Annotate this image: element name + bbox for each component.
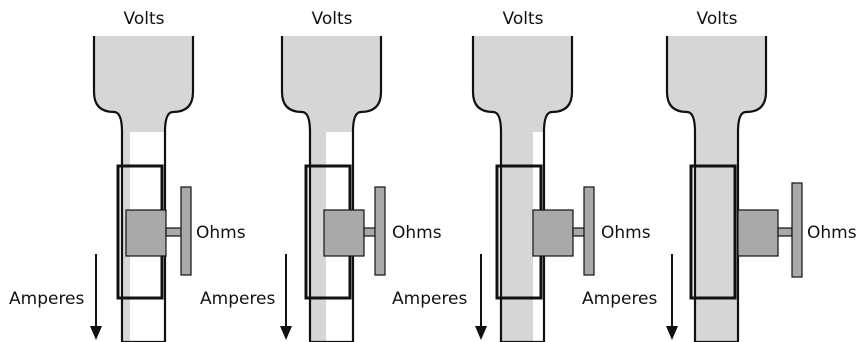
- ohms-label-4: Ohms: [807, 223, 857, 243]
- volts-label-2: Volts: [312, 9, 353, 29]
- panel-3: Volts Ohms Amperes: [392, 9, 651, 342]
- current-arrow-head-1: [90, 326, 102, 340]
- current-arrow-head-2: [280, 326, 292, 340]
- ohms-label-1: Ohms: [196, 223, 246, 243]
- valve-handle-4: [791, 182, 803, 278]
- water-column-4: [667, 36, 766, 342]
- valve-chamber-4: [689, 164, 737, 300]
- water-column-3: [473, 36, 572, 342]
- valve-handle-1: [180, 186, 192, 276]
- amperes-label-4: Amperes: [582, 289, 658, 309]
- amperes-label-2: Amperes: [200, 289, 276, 309]
- valve-stem-1: [165, 227, 183, 237]
- volts-label-3: Volts: [503, 9, 544, 29]
- valve-stem-4: [777, 227, 793, 237]
- valve-stem-2: [363, 227, 377, 237]
- panel-2: Volts Ohms Amperes: [200, 9, 442, 342]
- valve-gate-1: [125, 209, 167, 257]
- amperes-label-1: Amperes: [9, 289, 85, 309]
- water-column-2: [282, 36, 381, 342]
- current-arrow-head-3: [475, 326, 487, 340]
- volts-label-4: Volts: [697, 9, 738, 29]
- valve-handle-2: [374, 186, 386, 276]
- valve-gate-2: [323, 209, 365, 257]
- panel-4: Volts Ohms Amperes: [582, 9, 857, 342]
- ohms-label-3: Ohms: [601, 223, 651, 243]
- valve-stem-3: [572, 227, 586, 237]
- valve-handle-3: [583, 186, 595, 276]
- panel-1: Volts Ohms Amperes: [9, 9, 246, 342]
- water-column-1: [94, 36, 193, 342]
- amperes-label-3: Amperes: [392, 289, 468, 309]
- volts-label-1: Volts: [124, 9, 165, 29]
- ohms-label-2: Ohms: [392, 223, 442, 243]
- valve-gate-4: [737, 209, 779, 257]
- current-arrow-head-4: [666, 326, 678, 340]
- valve-gate-3: [532, 209, 574, 257]
